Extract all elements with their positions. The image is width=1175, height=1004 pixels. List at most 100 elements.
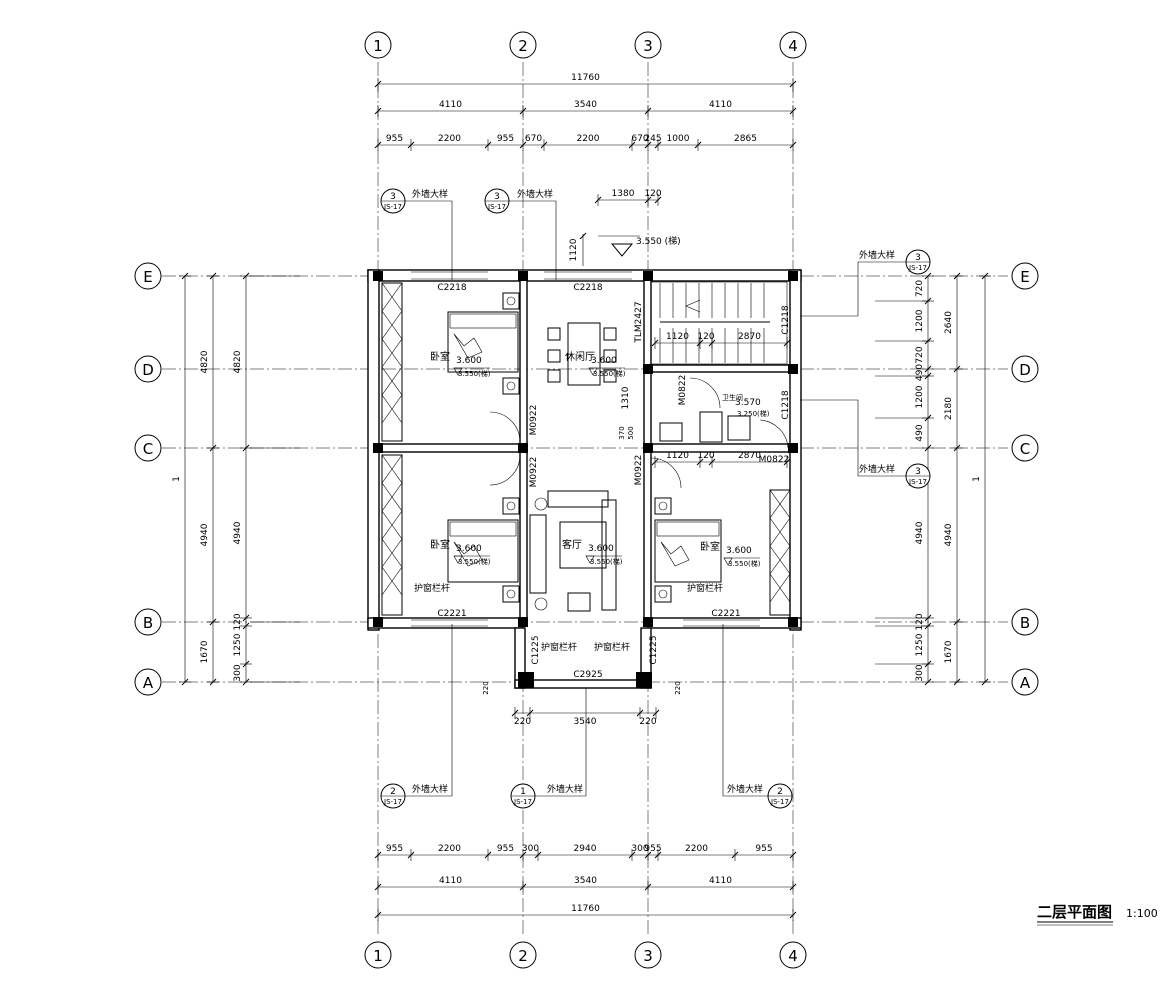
guard-brace	[381, 282, 403, 312]
room-sublevel: 3.550(梯)	[728, 559, 761, 568]
furniture-and-fixtures	[381, 281, 791, 616]
dimension-value: 4110	[709, 100, 732, 110]
dimension-value: 2200	[577, 134, 600, 144]
dimension-value: 1200	[915, 385, 925, 408]
guard-brace	[381, 566, 403, 596]
column	[518, 271, 528, 281]
lamp	[506, 589, 516, 599]
squat-pan	[727, 415, 751, 441]
column	[373, 617, 383, 627]
dim-tick	[694, 141, 702, 149]
axis-bubble-label: 4	[788, 37, 798, 55]
axis-bubble	[634, 941, 662, 969]
dining-table	[567, 322, 601, 386]
dim-tick	[644, 107, 652, 115]
room-name: 客厅	[562, 538, 582, 551]
dimension-value: 1	[172, 476, 182, 482]
room-name: 卧室	[430, 538, 450, 551]
nightstand	[502, 585, 520, 603]
dim-tick	[579, 232, 587, 240]
door-swing	[489, 411, 521, 443]
dimension-value: 4940	[200, 523, 210, 546]
dim-tick	[209, 618, 217, 626]
dimension-value: 220	[514, 717, 531, 727]
detail-number: 3	[915, 253, 921, 263]
detail-label: 外墙大样	[517, 188, 553, 200]
axis-bubble-label: 1	[373, 37, 383, 55]
dim-tick	[374, 851, 382, 859]
guard-label: 护窗栏杆	[594, 641, 630, 653]
bed-se	[654, 519, 722, 583]
nightstand	[502, 292, 520, 310]
door-code: M0822	[759, 455, 790, 465]
dimension-value: 2870	[738, 451, 761, 461]
dim-tick	[374, 911, 382, 919]
axis-bubble	[364, 31, 392, 59]
wall-axis-d	[650, 364, 791, 373]
dim-tick	[953, 678, 961, 686]
dimension-value: 245	[644, 134, 661, 144]
dimension-value: 1380	[612, 189, 635, 199]
dimension-lines	[179, 78, 991, 921]
dimension-value: 220	[674, 681, 682, 694]
axis-bubble-label: 2	[518, 947, 528, 965]
drawing-scale: 1:100	[1126, 907, 1158, 920]
room-sublevel: 3.250(梯)	[737, 409, 770, 418]
dimension-value: 120	[915, 613, 925, 630]
dimension-value: 4940	[944, 523, 954, 546]
door-code: M0922	[529, 457, 539, 488]
dim-tick	[519, 883, 527, 891]
dim-tick	[519, 107, 527, 115]
room-level: 3.600	[588, 544, 614, 554]
dim-tick	[953, 365, 961, 373]
axis-bubble	[1011, 668, 1039, 696]
dim-tick	[209, 272, 217, 280]
room-level: 3.600	[456, 544, 482, 554]
column	[518, 617, 528, 627]
detail-leader	[405, 624, 453, 797]
dim-tick	[209, 678, 217, 686]
plant	[534, 497, 548, 511]
lamp	[506, 501, 516, 511]
axis-bubble-label: E	[143, 268, 152, 286]
nightstand	[502, 497, 520, 515]
bed-sw	[447, 519, 519, 583]
walls	[367, 269, 802, 689]
window-code: C1225	[649, 635, 659, 664]
dimension-value: 500	[627, 426, 635, 439]
dimension-value: 4940	[915, 521, 925, 544]
window-code: C2218	[437, 283, 466, 293]
tv-cabinet	[601, 499, 617, 611]
room-name: 卧室	[430, 350, 450, 363]
door-code: TLM2427	[634, 301, 644, 343]
axis-bubble	[1011, 355, 1039, 383]
axis-bubble-label: 2	[518, 37, 528, 55]
dim-tick	[783, 458, 791, 466]
dim-tick	[644, 851, 652, 859]
detail-number: 2	[390, 787, 396, 797]
dim-tick	[924, 365, 932, 373]
detail-leader	[509, 200, 557, 280]
dimension-value: 1120	[666, 332, 689, 342]
dim-tick	[242, 622, 250, 630]
dim-tick	[511, 709, 519, 717]
dimension-value: 300	[233, 664, 243, 681]
dimension-value: 11760	[571, 904, 600, 914]
level-marker	[453, 367, 463, 376]
dimension-value: 670	[525, 134, 542, 144]
guard-brace	[769, 489, 791, 519]
detail-leader	[800, 399, 906, 477]
tv-stand	[567, 592, 591, 612]
column	[518, 443, 528, 453]
dimension-value: 2865	[734, 134, 757, 144]
axis-bubble	[134, 355, 162, 383]
dim-tick	[651, 458, 659, 466]
dimension-value: 1	[972, 476, 982, 482]
axis-bubble-label: D	[142, 361, 154, 379]
axis-bubble-label: C	[1020, 440, 1030, 458]
detail-number: 3	[494, 192, 500, 202]
detail-number: 2	[777, 787, 783, 797]
column	[643, 364, 653, 374]
